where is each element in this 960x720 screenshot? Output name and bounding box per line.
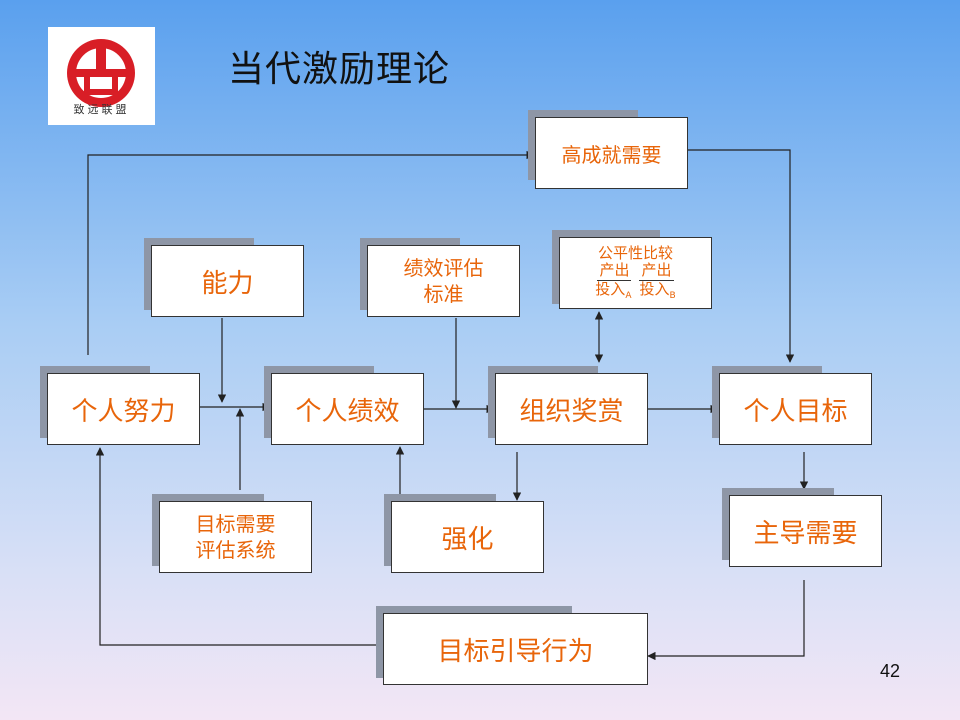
node-goal-directed-behavior: 目标引导行为: [383, 613, 648, 685]
effort-to-achievement-arrow: [87, 150, 535, 355]
node-individual-goal: 个人目标: [719, 373, 872, 445]
node-ability: 能力: [151, 245, 304, 317]
logo-text: 致远联盟: [73, 103, 130, 116]
node-reinforcement: 强化: [391, 501, 544, 573]
node-label: 个人努力: [71, 396, 176, 427]
need-to-behavior-arrow: [647, 580, 805, 661]
node-organization-reward: 组织奖赏: [495, 373, 648, 445]
node-label: 主导需要: [753, 518, 858, 549]
node-performance-eval-standard: 绩效评估 标准: [367, 245, 520, 317]
equity-left-den: 投入A: [595, 279, 632, 301]
seal-logo-icon: [67, 39, 135, 107]
node-label: 个人目标: [743, 396, 848, 427]
node-label-line2: 评估系统: [195, 538, 276, 562]
equity-right-den: 投入B: [639, 279, 676, 301]
node-label: 能力: [201, 268, 254, 299]
page-number: 42: [879, 661, 900, 681]
behavior-to-effort-arrow: [95, 447, 383, 646]
node-label: 组织奖赏: [519, 396, 624, 427]
node-label: 目标引导行为: [437, 636, 594, 667]
node-individual-performance: 个人绩效: [271, 373, 424, 445]
page-title: 当代激励理论: [228, 49, 451, 90]
node-equity-comparison: 公平性比较 产出 产出 投入A 投入B: [559, 237, 712, 309]
node-label-line1: 绩效评估: [403, 256, 484, 280]
node-label-line2: 标准: [423, 282, 464, 306]
node-label: 个人绩效: [295, 396, 400, 427]
node-label-line1: 目标需要: [195, 512, 276, 536]
node-individual-effort: 个人努力: [47, 373, 200, 445]
equity-right-num: 产出: [639, 261, 674, 281]
node-label: 高成就需要: [561, 142, 662, 167]
achievement-to-goal-arrow: [688, 149, 795, 363]
logo: 致远联盟: [48, 27, 155, 125]
equity-left-num: 产出: [597, 261, 632, 281]
node-high-achievement: 高成就需要: [535, 117, 688, 189]
equity-title: 公平性比较: [597, 244, 673, 263]
node-label: 强化: [441, 524, 494, 555]
node-dominant-need: 主导需要: [729, 495, 882, 567]
node-goal-need-eval-system: 目标需要 评估系统: [159, 501, 312, 573]
